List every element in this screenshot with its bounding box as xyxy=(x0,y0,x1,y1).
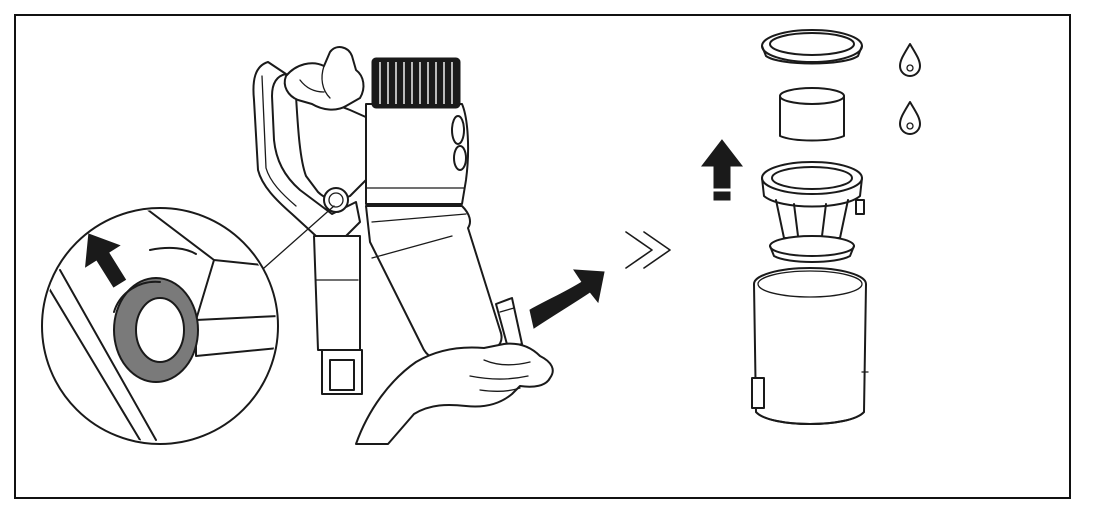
sponge-filter xyxy=(779,87,845,142)
dust-bin-cylinder xyxy=(751,267,869,425)
zoom-detail-circle xyxy=(41,207,279,445)
vacuum-handheld-unit xyxy=(252,46,554,445)
catching-hand xyxy=(355,342,554,445)
seal-ring xyxy=(761,29,863,65)
arrow-up-icon xyxy=(700,139,744,201)
mesh-filter xyxy=(761,161,865,263)
motor-housing xyxy=(365,103,470,205)
dust-bin-opened xyxy=(365,205,503,362)
exploded-dust-bin xyxy=(700,29,921,425)
arrow-up-icon xyxy=(85,233,127,288)
hand-holding-handle xyxy=(283,46,365,111)
double-chevron-right-icon xyxy=(625,231,671,269)
dust-bin-lid xyxy=(495,297,523,349)
curved-arrow-icon xyxy=(529,269,605,329)
water-drop-icon xyxy=(899,43,921,77)
water-drop-icon xyxy=(899,101,921,135)
motor-cap xyxy=(371,57,461,109)
callout-line xyxy=(263,205,335,269)
release-button xyxy=(323,187,349,213)
